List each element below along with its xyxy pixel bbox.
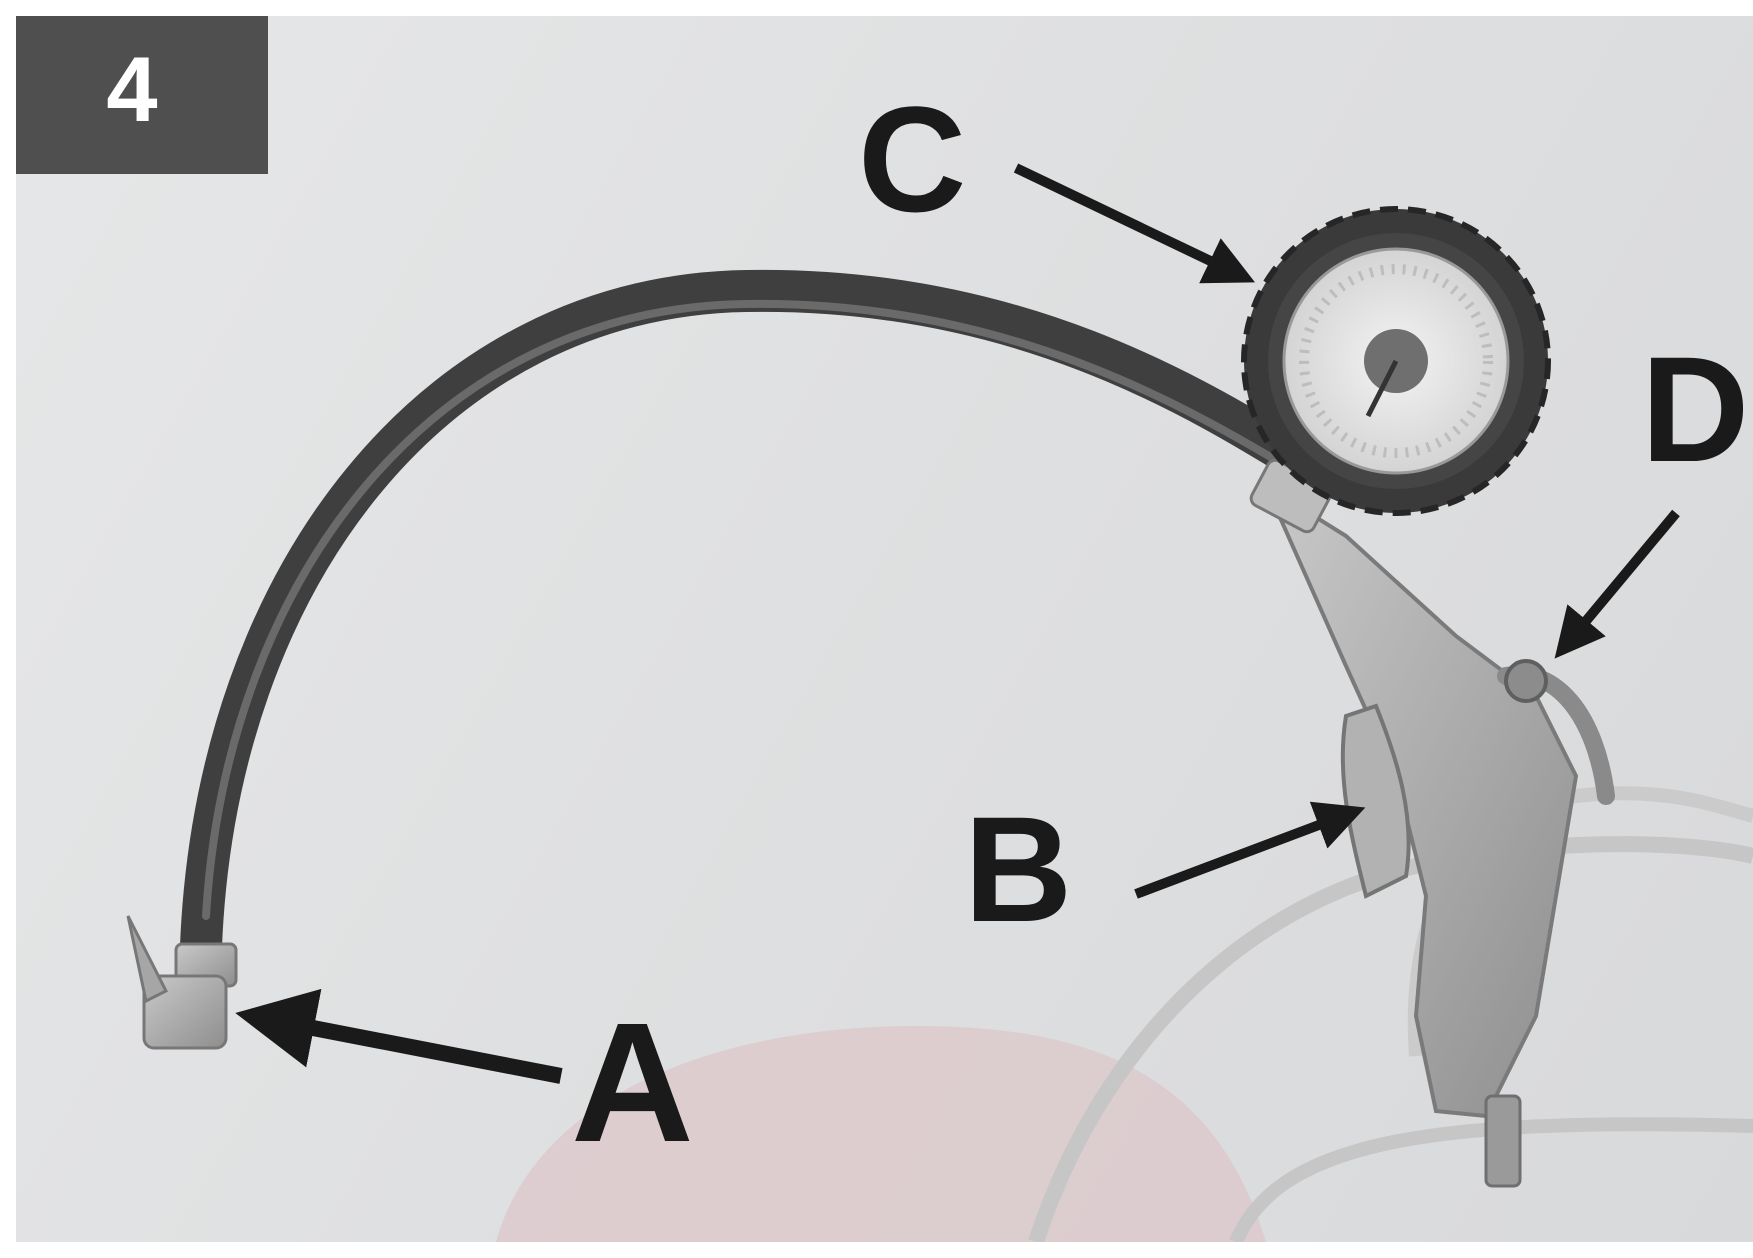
pressure-gauge [1241, 206, 1551, 516]
deflation-valve [1504, 659, 1548, 703]
air-chuck [126, 915, 238, 1050]
callout-label-b: B [964, 785, 1073, 953]
watermark-disc [496, 1026, 1266, 1242]
arrow-a [235, 988, 563, 1084]
figure-panel: 4 A B C D [16, 16, 1753, 1242]
tire-inflator-illustration [126, 163, 1753, 1242]
callout-label-c: C [858, 75, 967, 243]
watermark-outline-2 [1229, 1117, 1753, 1242]
inflator-gun-body [1249, 458, 1615, 1188]
arrow-c [1013, 163, 1256, 284]
arrow-d [1554, 509, 1680, 659]
hose-highlight [202, 299, 1310, 920]
step-number: 4 [106, 39, 158, 141]
step-number-badge: 4 [16, 16, 268, 174]
callout-label-d: D [1641, 325, 1750, 493]
arrow-b [1134, 801, 1366, 899]
callout-label-a: A [571, 988, 694, 1178]
